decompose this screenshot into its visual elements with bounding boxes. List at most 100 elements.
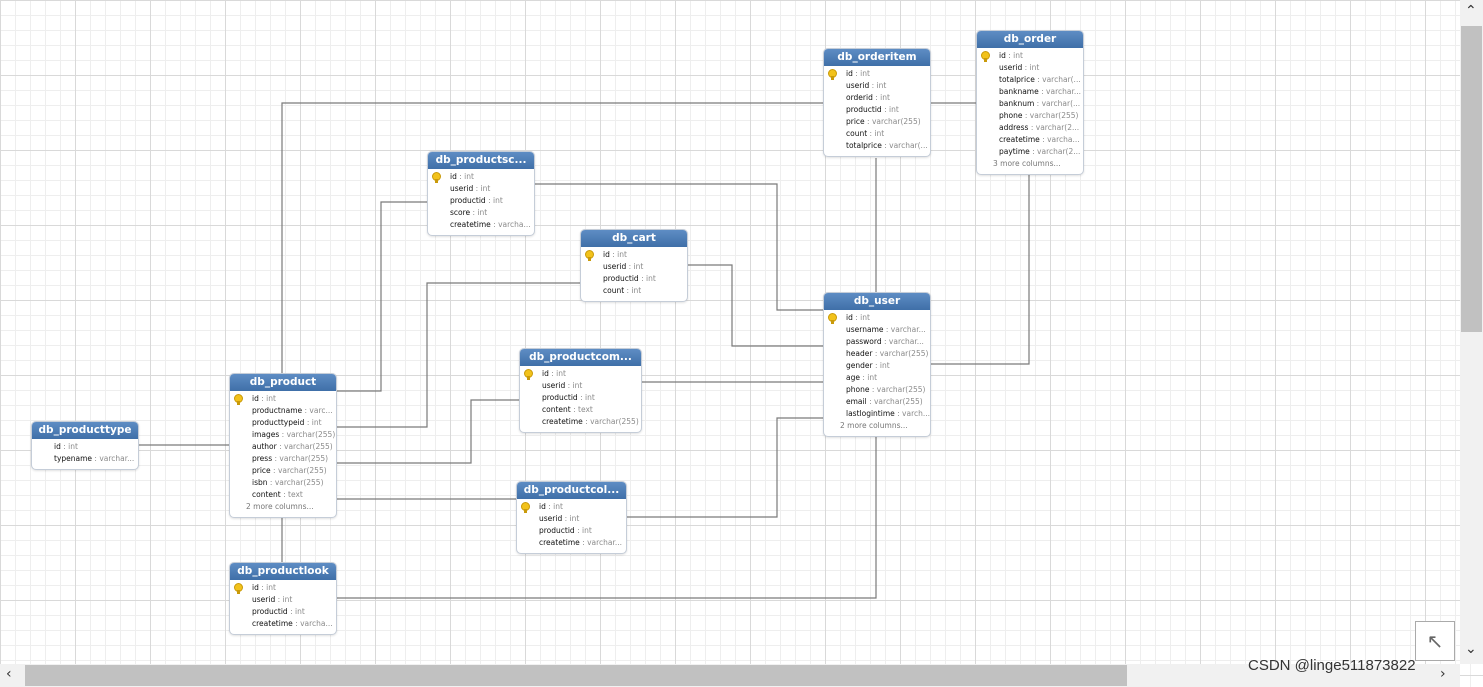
scroll-left-icon[interactable]: ‹ [6,666,12,682]
column-row[interactable]: id : int [517,501,626,513]
column-name: id [252,583,259,592]
column-row[interactable]: typename : varchar... [32,453,138,465]
primary-key-icon [521,502,530,513]
column-row[interactable]: phone : varchar(255) [824,384,930,396]
column-row[interactable]: id : int [230,393,336,405]
column-row[interactable]: userid : int [824,80,930,92]
table-title[interactable]: db_producttype [32,422,138,439]
column-row[interactable]: userid : int [428,183,534,195]
scroll-down-icon[interactable]: ⌄ [1465,641,1477,657]
column-row[interactable]: userid : int [581,261,687,273]
column-row[interactable]: totalprice : varchar(... [824,140,930,152]
scroll-right-icon[interactable]: › [1440,666,1446,682]
column-row[interactable]: userid : int [520,380,641,392]
column-name: password [846,337,882,346]
column-row[interactable]: age : int [824,372,930,384]
column-type: varchar(255) [286,430,336,439]
column-row[interactable]: userid : int [977,62,1083,74]
column-type: varcha... [498,220,531,229]
column-row[interactable]: id : int [520,368,641,380]
column-row[interactable]: content : text [230,489,336,501]
column-row[interactable]: score : int [428,207,534,219]
column-row[interactable]: id : int [230,582,336,594]
column-row[interactable]: id : int [824,68,930,80]
table-title[interactable]: db_order [977,31,1083,48]
column-row[interactable]: totalprice : varchar(... [977,74,1083,86]
column-row[interactable]: producttypeid : int [230,417,336,429]
column-row[interactable]: paytime : varchar(2... [977,146,1083,158]
column-row[interactable]: userid : int [230,594,336,606]
column-row[interactable]: count : int [824,128,930,140]
vertical-scroll-thumb[interactable] [1461,26,1482,332]
column-row[interactable]: id : int [977,50,1083,62]
vertical-scrollbar[interactable]: ⌃ ⌄ [1460,0,1483,664]
column-row[interactable]: banknum : varchar(... [977,98,1083,110]
column-row[interactable]: count : int [581,285,687,297]
column-row[interactable]: id : int [824,312,930,324]
column-row[interactable]: createtime : varcha... [230,618,336,630]
column-row[interactable]: password : varchar... [824,336,930,348]
column-row[interactable]: price : varchar(255) [230,465,336,477]
table-title[interactable]: db_productlook [230,563,336,580]
column-row[interactable]: productid : int [230,606,336,618]
column-separator: : [574,526,582,535]
more-columns-link[interactable]: 2 more columns... [246,502,314,511]
column-row[interactable]: productname : varc... [230,405,336,417]
column-row[interactable]: id : int [428,171,534,183]
column-row[interactable]: address : varchar(2... [977,122,1083,134]
column-row[interactable]: price : varchar(255) [824,116,930,128]
table-title[interactable]: db_cart [581,230,687,247]
table-title[interactable]: db_productcom... [520,349,641,366]
column-row[interactable]: createtime : varcha... [977,134,1083,146]
scroll-up-icon[interactable]: ⌃ [1465,3,1477,19]
column-row[interactable]: id : int [581,249,687,261]
table-title[interactable]: db_productcol... [517,482,626,499]
column-row[interactable]: productid : int [517,525,626,537]
column-row[interactable]: lastlogintime : varch... [824,408,930,420]
column-row[interactable]: gender : int [824,360,930,372]
column-row[interactable]: orderid : int [824,92,930,104]
column-row[interactable]: press : varchar(255) [230,453,336,465]
column-row[interactable]: phone : varchar(255) [977,110,1083,122]
more-columns-link[interactable]: 2 more columns... [840,421,908,430]
table-title[interactable]: db_orderitem [824,49,930,66]
table-title[interactable]: db_product [230,374,336,391]
column-row[interactable]: id : int [32,441,138,453]
column-row[interactable]: createtime : varchar... [517,537,626,549]
column-name: address [999,123,1029,132]
column-row[interactable]: productid : int [581,273,687,285]
fit-to-screen-icon[interactable]: ↖ [1415,621,1455,661]
column-row[interactable]: content : text [520,404,641,416]
more-columns-link[interactable]: 3 more columns... [993,159,1061,168]
column-row[interactable]: bankname : varchar... [977,86,1083,98]
column-type: int [572,381,583,390]
column-row[interactable]: productid : int [520,392,641,404]
horizontal-scrollbar[interactable]: ‹ › [0,664,1460,687]
table-title[interactable]: db_productsc... [428,152,534,169]
table-title[interactable]: db_user [824,293,930,310]
column-row[interactable]: productid : int [824,104,930,116]
column-row[interactable]: createtime : varchar(255) [520,416,641,428]
column-row[interactable]: images : varchar(255) [230,429,336,441]
column-row[interactable]: author : varchar(255) [230,441,336,453]
column-row[interactable]: createtime : varcha... [428,219,534,231]
horizontal-scroll-thumb[interactable] [25,665,1127,686]
column-row[interactable]: header : varchar(255) [824,348,930,360]
column-row[interactable]: userid : int [517,513,626,525]
column-row[interactable]: productid : int [428,195,534,207]
column-row[interactable]: email : varchar(255) [824,396,930,408]
column-row[interactable]: username : varchar... [824,324,930,336]
column-row[interactable]: isbn : varchar(255) [230,477,336,489]
